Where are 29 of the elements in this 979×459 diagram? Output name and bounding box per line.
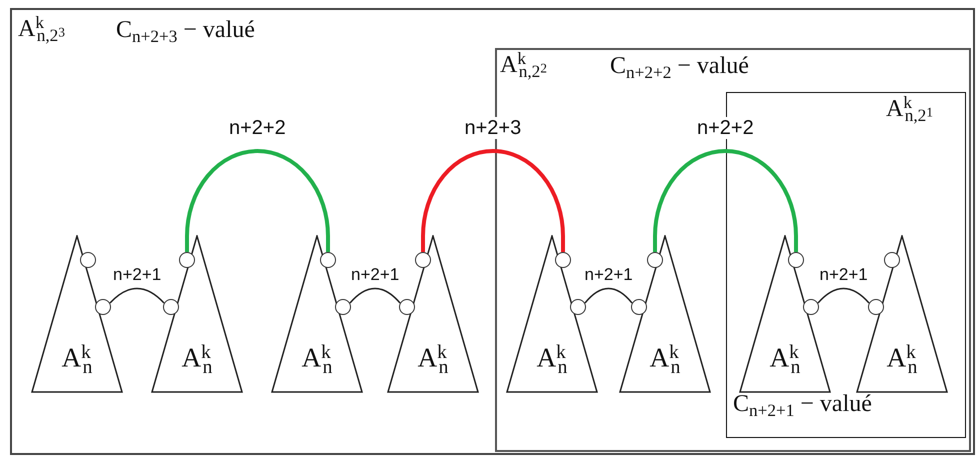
junction-circle	[80, 252, 96, 268]
junction-circle	[399, 299, 415, 315]
edge-label: n+2+2	[695, 117, 756, 139]
junction-circle	[570, 299, 586, 315]
curved-connector	[584, 288, 633, 304]
curved-connector	[817, 288, 870, 304]
junction-circle	[647, 252, 663, 268]
junction-circle	[179, 252, 195, 268]
junction-circle	[95, 299, 111, 315]
curved-connector	[109, 288, 165, 304]
arc-connector	[653, 149, 798, 252]
edge-label: n+2+3	[462, 117, 524, 139]
junction-circle	[788, 252, 804, 268]
junction-circle	[884, 252, 900, 268]
curved-connector	[349, 288, 401, 304]
junction-circle	[320, 252, 336, 268]
junction-circle	[803, 299, 819, 315]
junction-circle	[415, 252, 431, 268]
group-frame	[10, 8, 975, 455]
junction-circle	[868, 299, 884, 315]
math-label: C$_{n+2+2}$ − valué	[610, 54, 749, 82]
junction-circle	[555, 252, 571, 268]
math-label: C$_{n+2+3}$ − valué	[116, 18, 255, 46]
arc-connector	[421, 149, 565, 252]
junction-circle	[335, 299, 351, 315]
junction-circle	[163, 299, 179, 315]
arc-connector	[185, 149, 330, 252]
junction-circle	[631, 299, 647, 315]
math-label: C$_{n+2+1}$ − valué	[733, 392, 872, 420]
